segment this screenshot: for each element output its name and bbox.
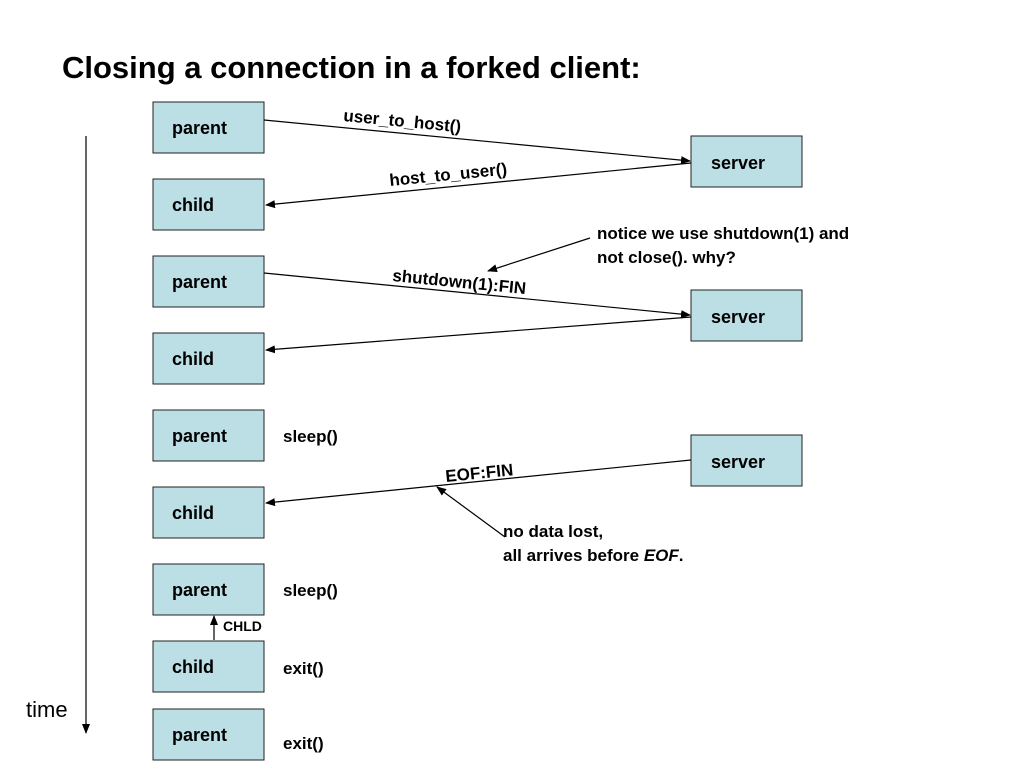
label-shutdown-fin: shutdown(1):FIN <box>392 266 527 298</box>
arrow-server2-to-child2 <box>265 316 692 354</box>
arrow-parent2-to-server2 <box>263 272 691 319</box>
box-server-3: server <box>690 434 803 487</box>
svg-text:child: child <box>172 503 214 523</box>
svg-text:server: server <box>711 153 765 173</box>
svg-text:server: server <box>711 307 765 327</box>
box-child-3: child <box>152 486 265 539</box>
label-host-to-user: host_to_user() <box>389 160 508 190</box>
box-parent-1: parent <box>152 101 265 154</box>
label-exit-2: exit() <box>283 734 324 753</box>
note-shutdown-line1: notice we use shutdown(1) and <box>597 224 849 243</box>
svg-text:parent: parent <box>172 272 227 292</box>
svg-text:child: child <box>172 195 214 215</box>
svg-text:parent: parent <box>172 118 227 138</box>
label-user-to-host: user_to_host() <box>343 106 462 136</box>
label-chld: CHLD <box>223 618 262 634</box>
note-pointer-eof <box>436 486 506 538</box>
box-parent-4: parent <box>152 563 265 616</box>
arrow-parent1-to-server1 <box>263 119 691 165</box>
note-eof-line2: all arrives before EOF. <box>503 546 684 565</box>
label-sleep-1: sleep() <box>283 427 338 446</box>
svg-text:parent: parent <box>172 580 227 600</box>
arrow-server3-to-child3 <box>265 459 692 507</box>
box-child-4: child <box>152 640 265 693</box>
slide-title: Closing a connection in a forked client: <box>62 50 641 85</box>
note-pointer-shutdown <box>487 237 591 273</box>
svg-text:parent: parent <box>172 725 227 745</box>
label-sleep-2: sleep() <box>283 581 338 600</box>
box-child-2: child <box>152 332 265 385</box>
note-shutdown-line2: not close(). why? <box>597 248 736 267</box>
label-eof-fin: EOF:FIN <box>445 460 515 486</box>
note-eof-line2-suffix: . <box>679 546 684 565</box>
box-parent-2: parent <box>152 255 265 308</box>
note-eof-line2-em: EOF <box>644 546 680 565</box>
note-eof-line1: no data lost, <box>503 522 603 541</box>
box-parent-3: parent <box>152 409 265 462</box>
box-child-1: child <box>152 178 265 231</box>
time-label: time <box>26 697 68 722</box>
label-exit-1: exit() <box>283 659 324 678</box>
svg-text:parent: parent <box>172 426 227 446</box>
note-eof-line2-prefix: all arrives before <box>503 546 644 565</box>
svg-text:server: server <box>711 452 765 472</box>
svg-text:child: child <box>172 349 214 369</box>
arrow-server1-to-child1 <box>265 162 692 209</box>
box-parent-5: parent <box>152 708 265 761</box>
svg-text:child: child <box>172 657 214 677</box>
box-server-1: server <box>690 135 803 188</box>
box-server-2: server <box>690 289 803 342</box>
